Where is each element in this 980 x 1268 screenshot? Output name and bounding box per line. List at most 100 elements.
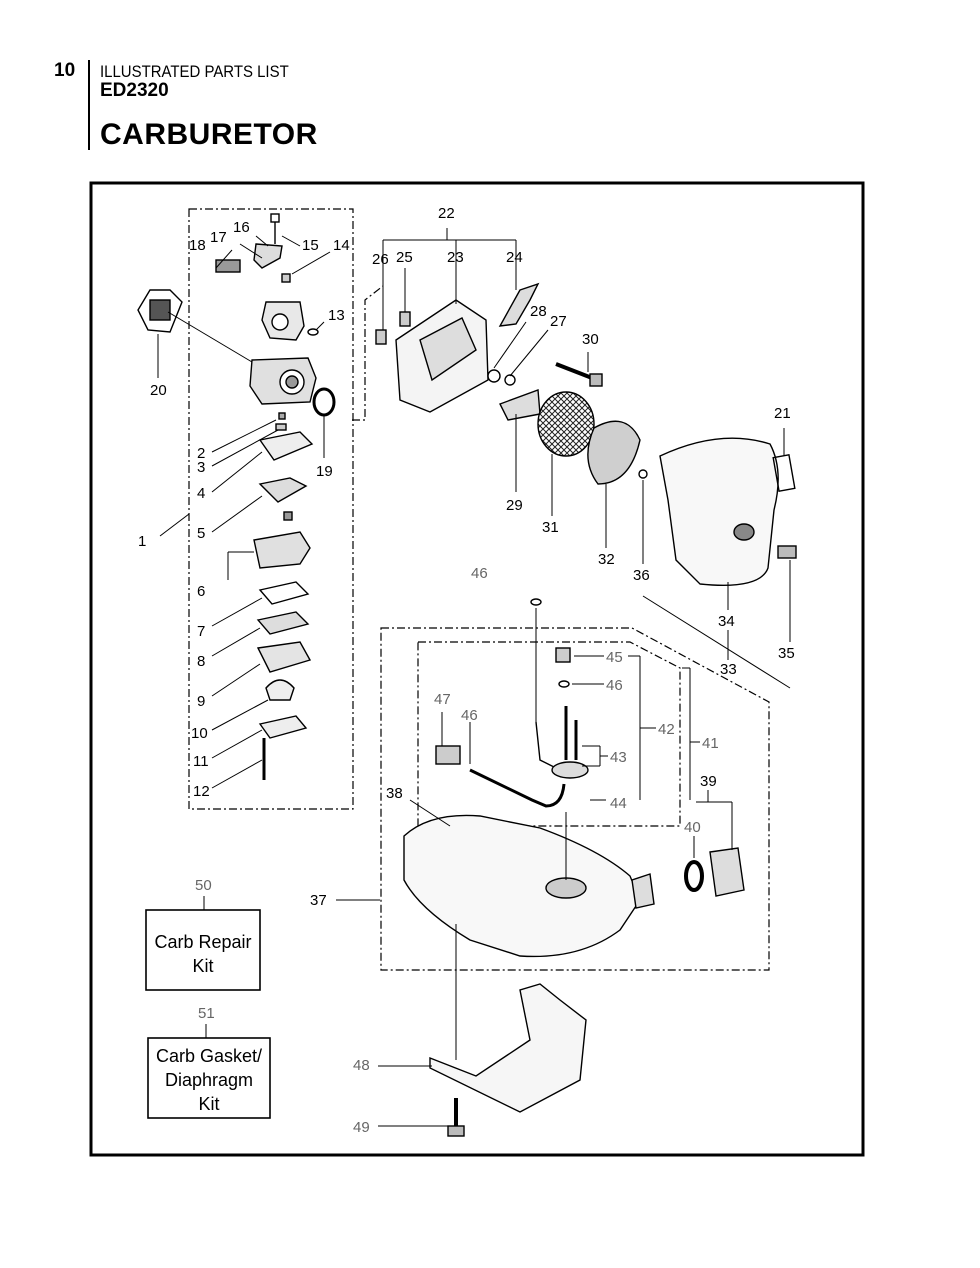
kit-text: Diaphragm <box>165 1070 253 1090</box>
callout-label: 31 <box>542 519 559 536</box>
alignment-pin-part <box>399 311 411 327</box>
callout-label: 50 <box>195 877 212 894</box>
callout-label: 33 <box>720 661 737 678</box>
callout-label: 10 <box>191 725 208 742</box>
fuel-line-group-box <box>417 641 681 827</box>
leader-line <box>642 595 791 689</box>
leader-line <box>493 321 527 369</box>
filter-bracket-part <box>499 389 541 421</box>
metering-diaphragm-part <box>258 477 308 503</box>
insulator-gasket-part <box>137 289 183 333</box>
callout-label: 40 <box>684 819 701 836</box>
callout-label: 46 <box>471 565 488 582</box>
callout-label: 24 <box>506 249 523 266</box>
callout-label: 51 <box>198 1005 215 1022</box>
washer-part <box>487 369 501 383</box>
callout-label: 2 <box>197 445 205 462</box>
leader-line <box>211 429 279 467</box>
fuel-cap-part <box>709 847 745 897</box>
air-filter-element-part <box>587 420 641 485</box>
callout-label: 21 <box>774 405 791 422</box>
callout-label: 11 <box>193 753 209 770</box>
carb-port <box>271 313 289 331</box>
callout-label: 15 <box>302 237 319 254</box>
kit-text: Kit <box>198 1094 219 1114</box>
callout-label: 43 <box>610 749 627 766</box>
callout-label: 9 <box>197 693 205 710</box>
leader-line <box>211 699 269 731</box>
callout-label: 16 <box>233 219 250 236</box>
callout-label: 41 <box>702 735 719 752</box>
page-title: CARBURETOR <box>100 118 318 151</box>
header-divider <box>88 60 90 150</box>
leader-line <box>509 329 549 377</box>
callout-label: 28 <box>530 303 547 320</box>
leader-line <box>211 729 263 759</box>
cover-bolt-head <box>589 373 603 387</box>
tank-vent-part <box>555 647 571 663</box>
callout-label: 18 <box>189 237 206 254</box>
callout-label: 25 <box>396 249 413 266</box>
leader-line <box>291 251 331 275</box>
insulator-hole <box>149 299 171 321</box>
model-number: ED2320 <box>100 80 169 101</box>
leader-line <box>167 311 253 363</box>
leader-line <box>211 451 263 493</box>
choke-lever-part <box>498 282 540 327</box>
leader-line <box>211 495 263 533</box>
cover-bolt-part <box>555 362 593 380</box>
callout-label: 37 <box>310 892 327 909</box>
primer-retainer-part <box>258 715 308 739</box>
clip-part <box>307 328 319 336</box>
callout-label: 12 <box>193 783 210 800</box>
callout-label: 17 <box>210 229 227 246</box>
cover-clip-part <box>638 469 648 479</box>
primer-bulb-part <box>265 679 295 701</box>
leader-line <box>211 759 263 789</box>
callout-label: 44 <box>610 795 627 812</box>
callout-label: 48 <box>353 1057 370 1074</box>
callout-label: 14 <box>333 237 350 254</box>
fuel-filter-part <box>435 745 461 765</box>
tank-grommet-part <box>551 761 589 779</box>
screw-part <box>270 213 280 223</box>
callout-label: 46 <box>461 707 478 724</box>
callout-label: 26 <box>372 251 389 268</box>
air-path-dashed-line <box>352 285 384 421</box>
fuel-line-tip-part <box>530 598 542 606</box>
pump-diaphragm-part <box>256 611 310 635</box>
kit-text: Kit <box>192 956 213 976</box>
carb-throat-inner <box>285 375 299 389</box>
callout-label: 32 <box>598 551 615 568</box>
fuel-line-part <box>535 721 561 771</box>
vent-washer-part <box>558 680 570 688</box>
leader-line <box>215 249 233 269</box>
pump-cover-part <box>256 641 312 673</box>
pump-gasket-part <box>258 581 310 605</box>
callout-label: 34 <box>718 613 735 630</box>
page-number: 10 <box>54 60 76 81</box>
fuel-tank-group-box <box>380 627 770 971</box>
filter-screen-part <box>537 391 595 457</box>
fuel-line-curved <box>469 768 566 808</box>
callout-label: 38 <box>386 785 403 802</box>
cover-knob-part <box>777 545 797 559</box>
kit-text: Carb Repair <box>154 932 251 952</box>
callout-label: 7 <box>197 623 205 640</box>
leader-line <box>159 513 190 537</box>
callout-label: 19 <box>316 463 333 480</box>
callout-label: 35 <box>778 645 795 662</box>
o-ring-gasket-part <box>312 387 336 417</box>
guard-bolt-head <box>447 1125 465 1137</box>
callout-label: 3 <box>197 459 205 476</box>
tank-guard-part <box>429 983 587 1113</box>
cover-decal-part <box>772 454 796 492</box>
carburetor-assembly-group-box <box>188 208 354 810</box>
metering-plate-part <box>258 431 314 461</box>
leader-line <box>211 419 277 453</box>
callout-label: 27 <box>550 313 567 330</box>
air-base-recess <box>419 317 477 382</box>
small-nut-part <box>281 273 291 283</box>
callout-label: 13 <box>328 307 345 324</box>
